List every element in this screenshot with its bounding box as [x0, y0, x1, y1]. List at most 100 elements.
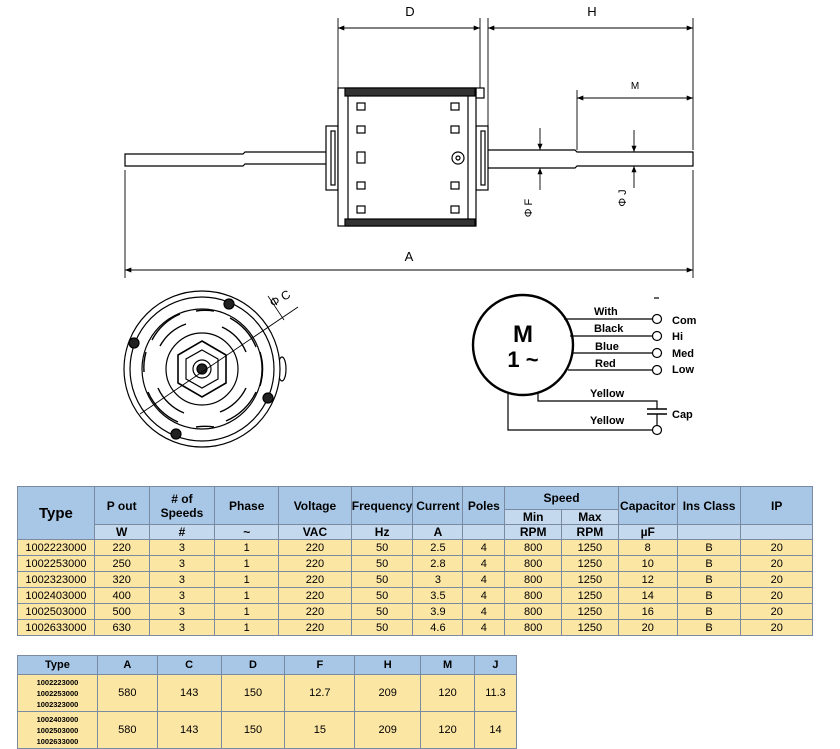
table-cell: 1 [214, 619, 280, 636]
col-header-ins-class: Ins Class [676, 486, 742, 525]
table-cell: 800 [504, 555, 563, 572]
table-cell: 3 [148, 539, 216, 556]
dim-label-m: M [631, 81, 639, 92]
table-cell: 630 [93, 619, 150, 636]
table-cell: 1002223000 [17, 539, 95, 556]
table-cell: 12 [617, 571, 678, 588]
table-cell: 800 [504, 619, 563, 636]
table-cell: 50 [350, 539, 414, 556]
motor-phase: 1 ~ [507, 347, 538, 372]
table-cell: 2.8 [412, 555, 464, 572]
table-cell: 3 [148, 555, 216, 572]
table-cell: 1002323000 [17, 571, 95, 588]
table-cell: 120 [420, 674, 475, 712]
table-cell: B [676, 603, 742, 620]
table-cell: 400 [93, 587, 150, 604]
dim-header-c: C [156, 655, 222, 675]
table-cell: 220 [93, 539, 150, 556]
col-header-ip: IP [740, 486, 813, 525]
table-cell: 20 [740, 571, 813, 588]
table-cell: 20 [617, 619, 678, 636]
table-cell: 320 [93, 571, 150, 588]
table-cell: 1250 [561, 539, 619, 556]
motor-technical-drawing: D H M A Φ F Φ J [123, 4, 697, 448]
dim-label-a: A [405, 249, 414, 264]
table-cell: 20 [740, 619, 813, 636]
table-cell: 16 [617, 603, 678, 620]
unit-ip [740, 524, 813, 540]
col-header-speed: Speed [504, 486, 619, 510]
table-cell: 20 [740, 555, 813, 572]
type-code: 1002403000 [36, 714, 79, 724]
table-cell: 1 [214, 587, 280, 604]
type-code: 1002253000 [36, 688, 79, 698]
dim-header-d: D [220, 655, 286, 675]
table-cell: 20 [740, 587, 813, 604]
col-header-speed-min: Min [504, 509, 563, 525]
table-cell: 1250 [561, 587, 619, 604]
table-cell: 143 [156, 711, 222, 749]
dim-header-a: A [96, 655, 158, 675]
table-cell: 50 [350, 571, 414, 588]
unit-speed-min: RPM [504, 524, 563, 540]
side-dimensions [124, 18, 694, 278]
dim-header-type: Type [17, 655, 98, 675]
type-code: 1002223000 [36, 677, 79, 687]
dim-label-c: Φ C [267, 287, 293, 310]
col-header-speeds: # of Speeds [148, 486, 216, 525]
dim-label-j: Φ J [617, 189, 629, 206]
terminal-cap: Cap [672, 409, 693, 421]
wire-label-red: Red [595, 358, 616, 370]
wire-label-yellow-2: Yellow [590, 415, 625, 427]
table-cell: 209 [354, 674, 422, 712]
wire-label-black: Black [594, 323, 624, 335]
table-cell: 220 [278, 619, 352, 636]
table-cell: 20 [740, 539, 813, 556]
dim-header-j: J [473, 655, 518, 675]
table-cell: 10 [617, 555, 678, 572]
motor-letter: M [513, 321, 533, 348]
col-header-phase: Phase [214, 486, 280, 525]
table-cell: 1002633000 [17, 619, 95, 636]
table-cell: 4 [462, 603, 506, 620]
wire-label-yellow-1: Yellow [590, 388, 625, 400]
terminal-low: Low [672, 364, 694, 376]
unit-speeds: # [148, 524, 216, 540]
wire-label-blue: Blue [595, 341, 619, 353]
table-cell: 4.6 [412, 619, 464, 636]
table-cell: 150 [220, 711, 286, 749]
table-cell: 4 [462, 619, 506, 636]
table-cell: 3.9 [412, 603, 464, 620]
table-cell: B [676, 539, 742, 556]
table-cell: 143 [156, 674, 222, 712]
table-cell: 209 [354, 711, 422, 749]
table-cell: 11.3 [473, 674, 518, 712]
table-cell: 1 [214, 571, 280, 588]
terminal-com: Com [672, 315, 697, 327]
table-cell: 3 [148, 603, 216, 620]
table-cell: 120 [420, 711, 475, 749]
terminal-med: Med [672, 348, 694, 360]
col-header-pout: P out [93, 486, 150, 525]
table-cell: 1 [214, 539, 280, 556]
table-cell: 12.7 [284, 674, 356, 712]
motor-side-view [124, 87, 694, 227]
col-header-capacitor: Capacitor [617, 486, 678, 525]
spec-table: Type P out # of Speeds Phase Voltage Fre… [17, 486, 813, 636]
dim-header-f: F [284, 655, 356, 675]
wire-label-with: With [594, 306, 618, 318]
table-cell: B [676, 555, 742, 572]
table-cell: 2.5 [412, 539, 464, 556]
table-cell: 220 [278, 539, 352, 556]
table-cell: 15 [284, 711, 356, 749]
table-cell: 800 [504, 539, 563, 556]
table-cell: 800 [504, 571, 563, 588]
table-cell: 1250 [561, 571, 619, 588]
col-header-type: Type [17, 486, 95, 540]
